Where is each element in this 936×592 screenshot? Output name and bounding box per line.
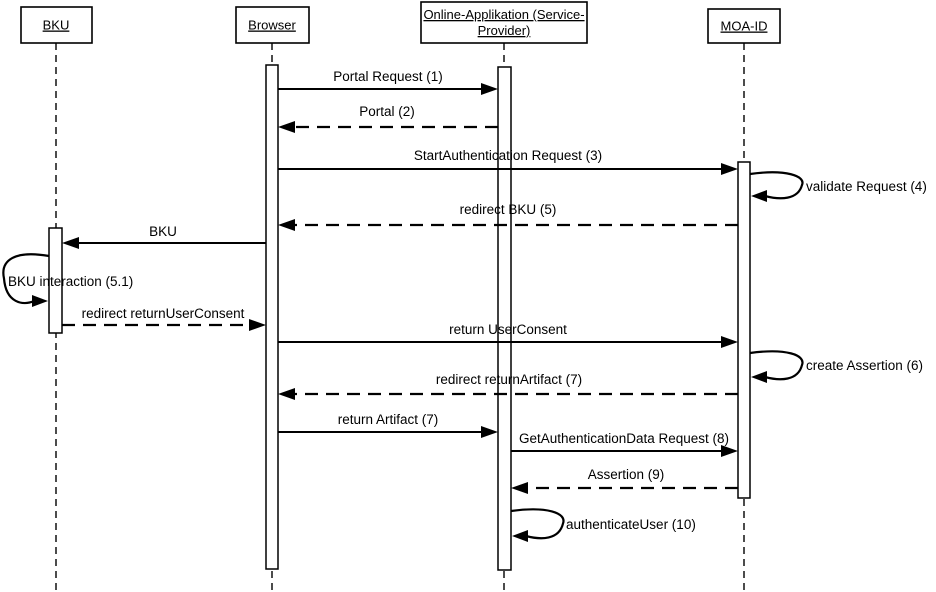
message-label-redirect-returnartifact-7: redirect returnArtifact (7) (436, 372, 582, 387)
message-label-authenticateuser-10: authenticateUser (10) (566, 517, 696, 532)
self-message-arrowhead-create-assertion-6 (751, 371, 767, 383)
self-message-arrowhead-authenticateuser-10 (512, 530, 528, 542)
message-arrowhead-redirect-returnuserconsent (249, 319, 266, 331)
self-message-loop-validate-request-4 (749, 171, 804, 200)
self-message-arrowhead-bku-interaction-5-1 (32, 295, 48, 307)
message-label-getauthenticationdata-request-8: GetAuthenticationData Request (8) (519, 431, 729, 446)
message-label-assertion-9: Assertion (9) (588, 467, 665, 482)
self-message-loop-bku-interaction-5-1 (2, 253, 50, 305)
message-label-validate-request-4: validate Request (4) (806, 179, 927, 194)
message-arrowhead-startauthentication-request-3 (721, 163, 738, 175)
activation-bar-bku (48, 227, 63, 334)
activation-bar-online-applikation (497, 66, 512, 571)
actor-label-bku: BKU (43, 18, 70, 33)
message-label-portal-request-1: Portal Request (1) (333, 69, 443, 84)
activation-bar-browser (265, 64, 279, 570)
self-message-loop-authenticateuser-10 (510, 508, 565, 540)
message-arrowhead-redirect-returnartifact-7 (278, 388, 295, 400)
actor-box-online-applikation (420, 1, 588, 44)
message-arrowhead-return-artifact-7 (481, 426, 498, 438)
message-arrowhead-return-userconsent (721, 336, 738, 348)
message-arrowhead-redirect-bku-5 (278, 219, 295, 231)
message-label-create-assertion-6: create Assertion (6) (806, 358, 923, 373)
actor-label-online-applikation: Online-Applikation (Service-Provider) (423, 7, 584, 38)
message-label-portal-2: Portal (2) (359, 104, 415, 119)
self-message-arrowhead-validate-request-4 (751, 190, 767, 202)
message-arrowhead-bku (62, 237, 79, 249)
message-arrowhead-getauthenticationdata-request-8 (721, 445, 738, 457)
message-label-redirect-returnuserconsent: redirect returnUserConsent (82, 306, 245, 321)
actor-label-moa-id: MOA-ID (721, 19, 768, 34)
message-label-return-userconsent: return UserConsent (449, 322, 567, 337)
message-arrowhead-portal-request-1 (481, 83, 498, 95)
message-arrowhead-assertion-9 (511, 482, 528, 494)
message-label-redirect-bku-5: redirect BKU (5) (460, 202, 557, 217)
self-message-loop-create-assertion-6 (749, 350, 804, 381)
message-label-bku-interaction-5-1: BKU interaction (5.1) (8, 274, 133, 289)
actor-box-bku (20, 6, 93, 44)
message-label-startauthentication-request-3: StartAuthentication Request (3) (414, 148, 602, 163)
message-label-bku: BKU (149, 224, 177, 239)
actor-label-browser: Browser (248, 18, 296, 33)
message-arrowhead-portal-2 (278, 121, 295, 133)
activation-bar-moa-id (737, 161, 751, 499)
actor-box-moa-id (707, 8, 781, 44)
message-label-return-artifact-7: return Artifact (7) (338, 412, 439, 427)
actor-box-browser (235, 6, 310, 44)
